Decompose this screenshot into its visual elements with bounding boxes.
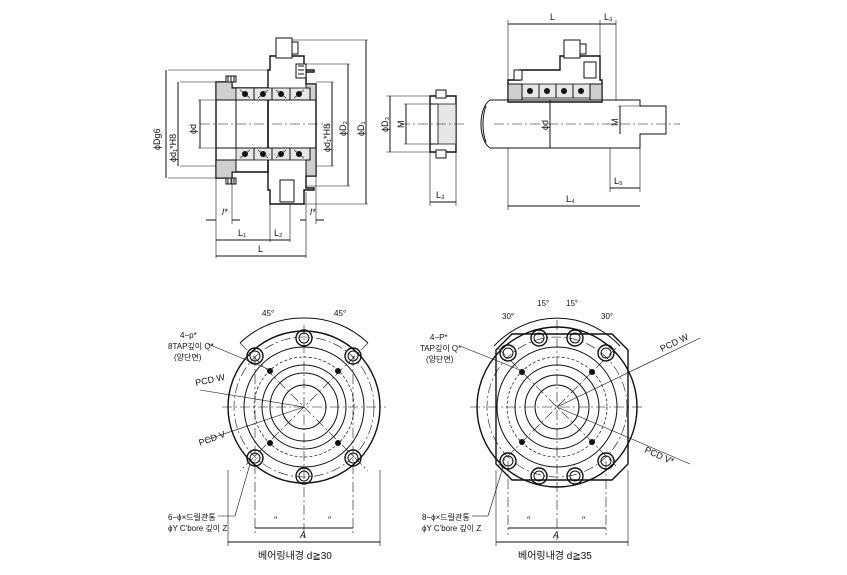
label-right-pcd-v: PCD V* — [643, 445, 676, 467]
label-right-dim-q1: ″ — [527, 515, 531, 525]
label-right-tap-2: TAP깊이 Q* — [420, 343, 461, 353]
label-left-angle-2: 45° — [334, 309, 346, 318]
label-right-drill-1: 8−ϕ×드릴관통 — [422, 512, 470, 522]
label-right-angle-30b: 30° — [601, 312, 613, 321]
label-left-tap-2: 8TAP깊이 Q* — [168, 341, 214, 351]
label-left-pcd-v: PCD V — [197, 429, 226, 448]
label-left-pcd-w: PCD W — [194, 372, 226, 388]
caption-right: 베어링내경 d≧35 — [518, 549, 592, 562]
label-left-dim-a: A — [299, 530, 306, 540]
label-m-nut: M — [396, 121, 406, 129]
label-l4: L₄ — [566, 194, 575, 204]
label-m-right: M — [610, 119, 620, 127]
label-l5: L₅ — [614, 176, 623, 186]
label-left-dim-q1: ″ — [274, 515, 278, 525]
label-phi-d2: ϕD₂ — [338, 120, 348, 136]
label-right-tap-1: 4−P* — [430, 333, 448, 342]
label-phi-d3: ϕD₃ — [380, 116, 390, 132]
label-left-tap-1: 4−p* — [180, 331, 197, 340]
label-right-dim-q2: ″ — [582, 515, 586, 525]
label-right-dim-a: A — [552, 530, 559, 540]
label-left-drill-2: ϕY C'bore 깊이 Z — [168, 523, 227, 533]
label-right-drill-2: ϕY C'bore 깊이 Z — [422, 523, 481, 533]
label-phi-d1-outer: ϕD₁ — [356, 121, 366, 136]
label-l1: L₁ — [238, 228, 246, 238]
face-view-right: 30° 15° 15° 30° 4−P* TAP깊이 Q* (양단면) PCD … — [420, 299, 701, 562]
caption-left: 베어링내경 d≧30 — [258, 549, 332, 562]
label-left-angle-1: 45° — [262, 309, 274, 318]
grease-fitting-bottom — [279, 179, 295, 203]
label-phi-d1-h8-left: ϕd₁*H8 — [168, 134, 178, 162]
label-l-right: L — [550, 12, 555, 22]
label-l-star-right: l* — [310, 207, 316, 217]
label-l-star-left: l* — [222, 207, 228, 217]
label-phi-d1-h8-right: ϕd₁*H8 — [322, 124, 332, 152]
label-phi-d-right: ϕd — [540, 120, 550, 130]
label-left-dim-q2: ″ — [328, 515, 332, 525]
label-l2: L₂ — [274, 228, 283, 238]
label-left-drill-1: 6−ϕ×드릴관통 — [168, 512, 216, 522]
label-right-angle-15b: 15° — [566, 299, 578, 308]
label-l3-right: L₃ — [604, 12, 613, 22]
bearing-row-bottom — [235, 147, 311, 161]
label-l3-nut: L₃ — [436, 190, 445, 200]
section-view-left: ϕDg6 ϕd₁*H8 ϕd ϕd₁*H8 ϕD₂ ϕD₁ l* l* L₁ — [152, 37, 368, 258]
assembly-view-right: L L₃ ϕd M L₅ L₄ — [480, 12, 680, 210]
lock-nut-view: ϕD₃ M L₃ — [380, 89, 466, 206]
face-view-left: 45° 45° 4−p* 8TAP깊이 Q* (양단면) PCD W PCD V… — [168, 309, 386, 562]
grease-fitting-right — [563, 39, 581, 59]
label-right-angle-30a: 30° — [502, 312, 514, 321]
label-left-tap-3: (양단면) — [174, 352, 202, 362]
plug-fitting-top — [295, 63, 307, 79]
label-right-tap-3: (양단면) — [426, 354, 454, 364]
label-right-angle-15a: 15° — [537, 299, 549, 308]
label-phi-dg6: ϕDg6 — [152, 128, 162, 150]
label-l-total: L — [258, 244, 263, 254]
bearing-row-top — [235, 87, 311, 101]
label-phi-d: ϕd — [188, 124, 198, 134]
grease-fitting-top — [275, 37, 293, 59]
